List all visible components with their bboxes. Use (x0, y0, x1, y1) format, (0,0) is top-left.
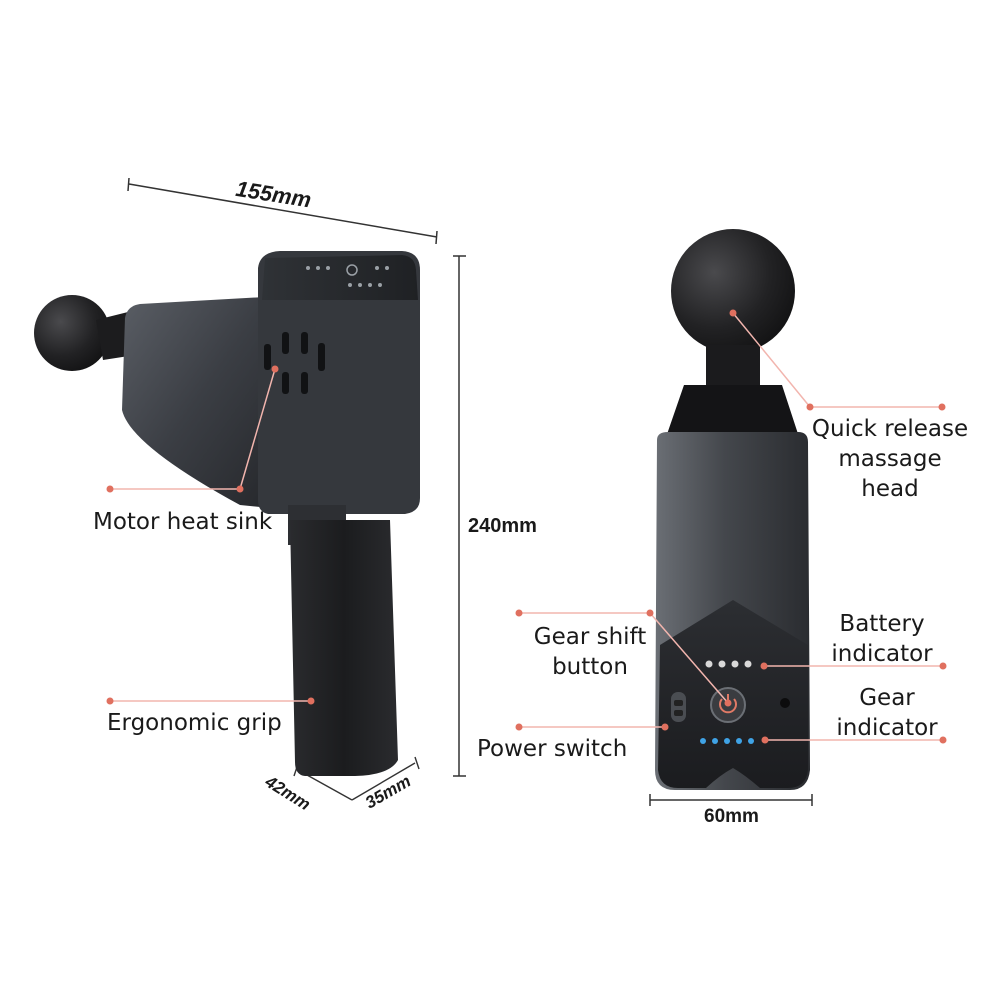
quick-release-label: Quick release massage head (800, 414, 980, 504)
gear-shift-line-1: Gear shift (533, 624, 647, 650)
power-switch-leader (515, 723, 669, 731)
motor-heat-sink-label: Motor heat sink (93, 509, 273, 535)
gear-shift-line-2: button (552, 654, 628, 680)
charge-port (780, 698, 790, 708)
gear-indicator-leds (700, 738, 754, 744)
battery-indicator-leader (760, 662, 947, 670)
power-switch (671, 692, 686, 722)
dimension-width-label: 60mm (704, 806, 759, 827)
dimension-line-155 (127, 177, 438, 245)
gear-indicator-label: Gear indicator (822, 683, 952, 743)
ergonomic-grip-leader (106, 697, 315, 705)
side-main-body (122, 297, 270, 508)
battery-indicator-line-1: Battery (839, 611, 925, 637)
battery-indicator-leds (705, 660, 752, 668)
side-top-housing (258, 251, 420, 514)
quick-release-line-2: massage (838, 446, 942, 472)
gear-indicator-line-1: Gear (859, 685, 915, 711)
front-head-mount (665, 385, 800, 440)
front-shaft (706, 345, 760, 387)
dimension-height-label: 240mm (468, 515, 537, 537)
front-massage-ball (671, 229, 795, 353)
gear-indicator-leader (761, 736, 947, 744)
quick-release-line-1: Quick release (811, 416, 969, 442)
gear-shift-leader (515, 609, 732, 707)
quick-release-line-3: head (861, 476, 919, 502)
dimension-line-240 (453, 255, 466, 777)
side-grip (290, 520, 398, 776)
gear-shift-button-label: Gear shift button (510, 622, 670, 682)
power-switch-label: Power switch (477, 736, 628, 762)
side-massage-ball (34, 295, 110, 371)
ergonomic-grip-label: Ergonomic grip (107, 710, 282, 736)
side-top-dots (306, 264, 389, 287)
dimension-line-60 (649, 794, 813, 806)
front-view (515, 229, 947, 806)
battery-indicator-line-2: indicator (831, 641, 933, 667)
heat-sink-vents (264, 332, 325, 394)
side-top-cap (262, 255, 418, 300)
gear-indicator-line-2: indicator (836, 715, 938, 741)
motor-heat-sink-leader (106, 365, 279, 493)
quick-release-leader (729, 309, 946, 411)
battery-indicator-label: Battery indicator (812, 609, 952, 669)
side-view (34, 177, 466, 801)
